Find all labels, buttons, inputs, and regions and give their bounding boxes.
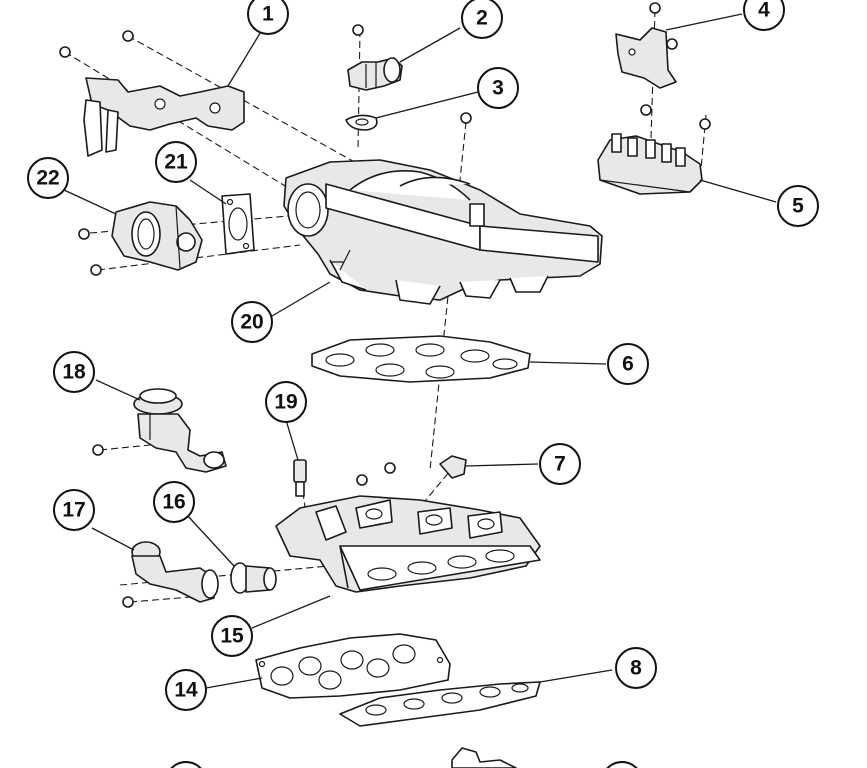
callout-7-label: 7	[554, 453, 566, 476]
callout-19: 19	[265, 381, 307, 423]
callout-17: 17	[53, 489, 95, 531]
part-21-throttle-gasket	[221, 193, 255, 255]
callout-1-label: 1	[262, 3, 274, 26]
part-4-bracket	[615, 2, 678, 89]
callout-18: 18	[53, 351, 95, 393]
callout-19-label: 19	[274, 391, 297, 414]
callout-16: 16	[153, 481, 195, 523]
part-1-bracket	[59, 30, 245, 157]
callout-18-label: 18	[62, 361, 86, 384]
callout-22: 22	[27, 157, 69, 199]
callout-17-label: 17	[62, 499, 85, 522]
callout-20-label: 20	[240, 311, 263, 334]
part-15-lower-intake-manifold	[275, 462, 541, 593]
part-8-gasket	[339, 681, 541, 727]
callout-14: 14	[165, 669, 207, 711]
callout-5-label: 5	[792, 195, 804, 218]
callout-22-label: 22	[36, 167, 59, 190]
callout-15: 15	[211, 615, 253, 657]
partial-part-bottom	[451, 747, 517, 768]
callout-8-label: 8	[630, 657, 642, 680]
callout-4-label: 4	[758, 0, 770, 22]
callout-15-label: 15	[220, 625, 244, 648]
callout-20: 20	[231, 301, 273, 343]
callout-3-label: 3	[492, 77, 504, 100]
callout-21: 21	[155, 141, 197, 183]
callout-6: 6	[607, 343, 649, 385]
part-14-gasket	[255, 633, 451, 699]
callout-8: 8	[615, 647, 657, 689]
part-22-throttle-body	[78, 201, 203, 276]
part-19-sensor	[293, 459, 307, 497]
part-3-gasket-ring	[345, 114, 378, 131]
callout-14-label: 14	[174, 679, 198, 702]
part-16-hose-clamp	[230, 562, 277, 594]
part-6-intake-gasket	[311, 335, 531, 383]
callout-5: 5	[777, 185, 819, 227]
callout-16-label: 16	[162, 491, 185, 514]
callout-4: 4	[743, 0, 785, 31]
callout-7: 7	[539, 443, 581, 485]
part-20-upper-intake-manifold	[283, 112, 603, 305]
part-7-sensor	[439, 455, 467, 479]
part-17-water-outlet	[122, 541, 219, 608]
callout-3: 3	[477, 67, 519, 109]
callout-2-label: 2	[476, 7, 488, 30]
callout-1: 1	[247, 0, 289, 35]
leader-lines	[63, 13, 777, 689]
part-18-egr-valve	[92, 388, 227, 473]
callout-6-label: 6	[622, 353, 634, 376]
callout-21-label: 21	[164, 151, 188, 174]
callout-partial-bottom-left	[170, 761, 202, 768]
part-2-valve	[347, 24, 403, 91]
callout-partial-bottom-right	[606, 761, 638, 768]
part-5-coil-pack	[597, 104, 711, 195]
callout-2: 2	[461, 0, 503, 39]
